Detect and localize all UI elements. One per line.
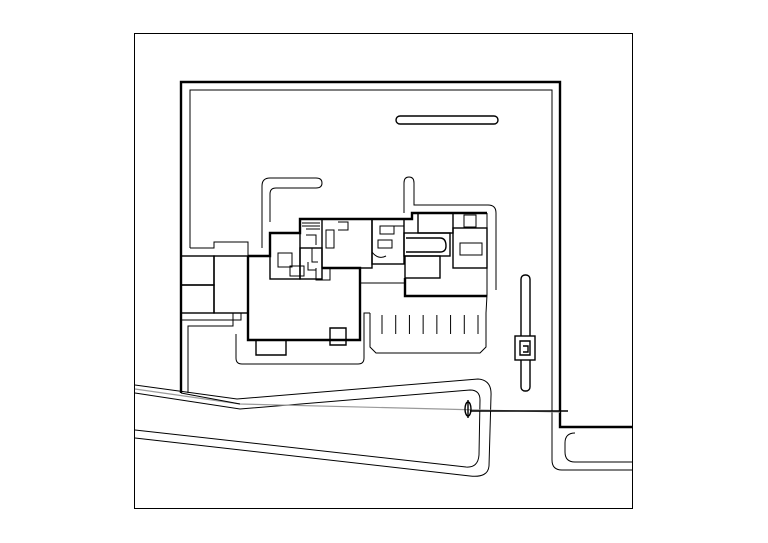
pedestrian-path xyxy=(514,274,536,392)
side-utility-blocks xyxy=(180,255,249,314)
oval-planter xyxy=(395,115,499,125)
site-boundary-wall xyxy=(179,80,632,471)
north-arrow-icon xyxy=(464,400,472,418)
courtyard-paths xyxy=(261,176,497,314)
parking-stalls xyxy=(381,315,479,334)
entrance-driveway xyxy=(134,378,568,477)
drawing-frame xyxy=(134,33,633,509)
main-building xyxy=(246,211,488,356)
inner-corridor xyxy=(181,313,365,393)
parking-area xyxy=(363,312,487,354)
